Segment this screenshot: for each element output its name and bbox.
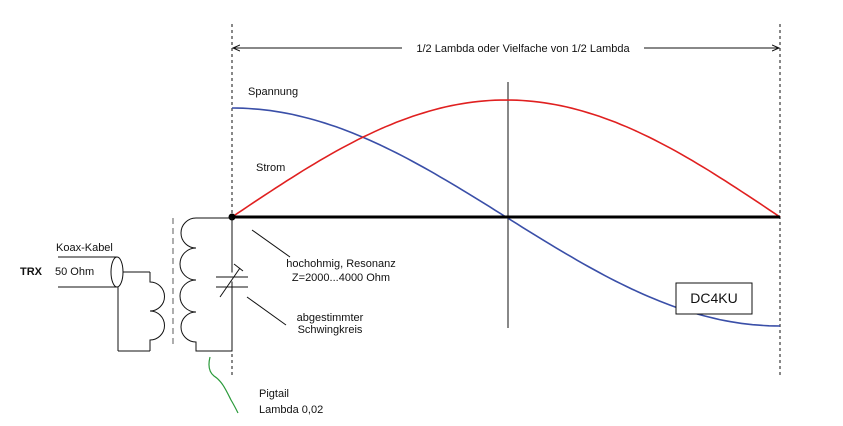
secondary-coil [179,217,233,352]
pigtail-line1: Pigtail [259,388,289,400]
coax-label: Koax-Kabel [56,242,113,254]
variable-capacitor [216,263,248,298]
tank-leader [246,296,287,326]
current-curve [231,99,781,218]
tank-line1: abgestimmter [297,312,364,324]
pigtail-line2: Lambda 0,02 [259,404,323,416]
dimension-label: 1/2 Lambda oder Vielfache von 1/2 Lambda [416,43,630,55]
voltage-label: Spannung [248,86,298,98]
resonance-leader [251,229,291,258]
pigtail-wire [208,356,239,414]
tank-line2: Schwingkreis [298,324,363,336]
current-label: Strom [256,162,285,174]
resonance-line2: Z=2000...4000 Ohm [292,272,390,284]
resonance-line1: hochohmig, Resonanz [286,258,395,270]
callsign: DC4KU [690,290,737,306]
coax-cable [58,256,150,352]
impedance-label: 50 Ohm [55,266,94,278]
feed-point [228,213,236,221]
primary-coil [149,272,165,351]
callsign-box [675,282,753,315]
trx-label: TRX [20,266,43,278]
